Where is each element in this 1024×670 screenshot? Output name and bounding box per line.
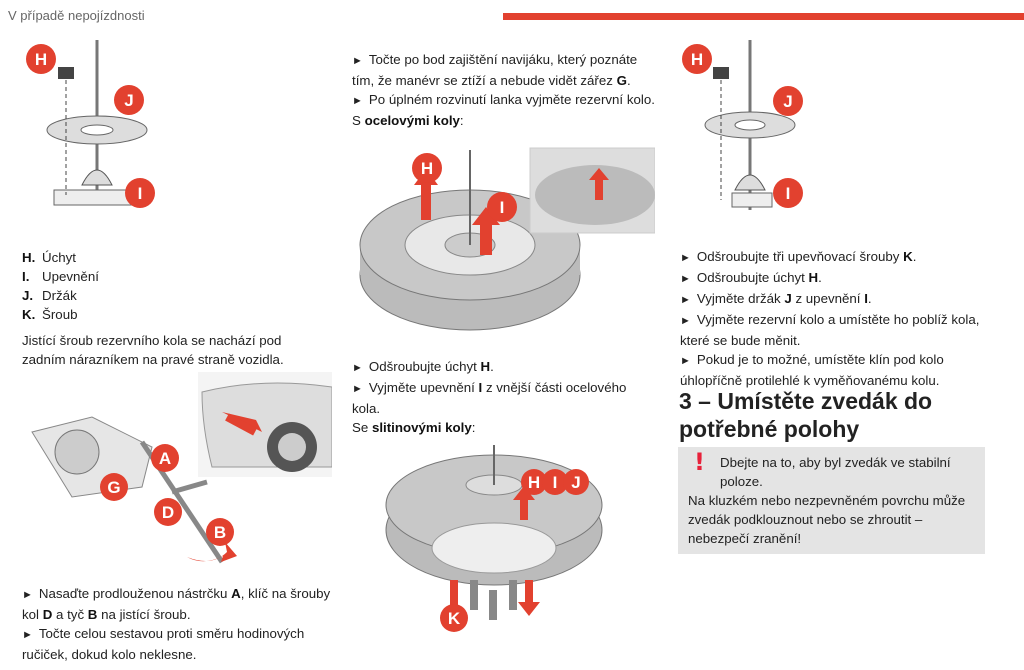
instruction-item: ►Vyjměte upevnění I z vnější části ocelo… <box>352 380 627 416</box>
callout-j: J <box>124 91 133 110</box>
spare-wheel-holder-figure-2: H J I <box>682 40 803 210</box>
steel-wheel-figure: H I <box>359 147 655 331</box>
legend-item: H.Úchyt <box>22 250 76 265</box>
location-paragraph: Jistící šroub rezervního kola se nachází… <box>22 333 284 367</box>
callout-b: B <box>214 523 226 542</box>
callout-g: G <box>107 478 120 497</box>
instruction-item: ►Točte po bod zajištění navijáku, který … <box>352 52 638 88</box>
legend-item: J.Držák <box>22 288 77 303</box>
callout-i: I <box>553 473 558 492</box>
callout-k: K <box>448 609 461 628</box>
instruction-item: ►Vyjměte rezervní kolo a umístěte ho pob… <box>680 312 980 348</box>
callout-i: I <box>138 184 143 203</box>
spare-wheel-holder-figure: H J I <box>26 40 155 208</box>
warning-box: ! Dbejte na to, aby byl zvedák ve stabil… <box>678 447 985 554</box>
warning-line-1: Dbejte na to, aby byl zvedák ve stabilní… <box>720 455 951 489</box>
header-accent-bar <box>503 13 1024 20</box>
parts-legend: H.Úchyt I.Upevnění J.Držák K.Šroub <box>22 248 99 324</box>
instruction-item: ►Odšroubujte úchyt H. <box>352 359 494 374</box>
callout-i: I <box>500 198 505 217</box>
winch-release-figure: A G D B <box>22 372 332 577</box>
legend-item: K.Šroub <box>22 307 78 322</box>
col3-instructions: ►Odšroubujte tři upevňovací šrouby K. ►O… <box>680 247 985 390</box>
section-heading: 3 – Umístěte zvedák do potřebné polohy <box>679 388 933 442</box>
callout-h: H <box>35 50 47 69</box>
alloy-wheel-figure: H I J K <box>385 445 603 632</box>
instruction-item: ►Odšroubujte tři upevňovací šrouby K. <box>680 249 917 264</box>
callout-j: J <box>783 92 792 111</box>
callout-a: A <box>159 449 171 468</box>
steel-wheels-label: S ocelovými koly: <box>352 113 464 128</box>
col2-instructions-mid: ►Odšroubujte úchyt H. ►Vyjměte upevnění … <box>352 357 657 437</box>
instruction-item: ►Vyjměte držák J z upevnění I. <box>680 291 872 306</box>
section-title: V případě nepojízdnosti <box>8 8 145 23</box>
callout-d: D <box>162 503 174 522</box>
col1-instructions: ►Nasaďte prodlouženou nástrčku A, klíč n… <box>22 584 332 664</box>
legend-item: I.Upevnění <box>22 269 99 284</box>
exclamation-icon: ! <box>694 448 705 476</box>
callout-j: J <box>571 473 580 492</box>
instruction-item: ►Točte celou sestavou proti směru hodino… <box>22 626 305 662</box>
instruction-item: ►Nasaďte prodlouženou nástrčku A, klíč n… <box>22 586 331 622</box>
alloy-wheels-label: Se slitinovými koly: <box>352 420 476 435</box>
callout-h: H <box>421 159 433 178</box>
warning-line-2: Na kluzkém nebo nezpevněném povrchu může… <box>688 493 966 546</box>
instruction-item: ►Po úplném rozvinutí lanka vyjměte rezer… <box>352 92 655 107</box>
callout-h: H <box>528 473 540 492</box>
instruction-item: ►Odšroubujte úchyt H. <box>680 270 822 285</box>
instruction-item: ►Pokud je to možné, umístěte klín pod ko… <box>680 352 944 388</box>
callout-i: I <box>786 184 791 203</box>
col2-instructions-top: ►Točte po bod zajištění navijáku, který … <box>352 50 657 130</box>
callout-h: H <box>691 50 703 69</box>
